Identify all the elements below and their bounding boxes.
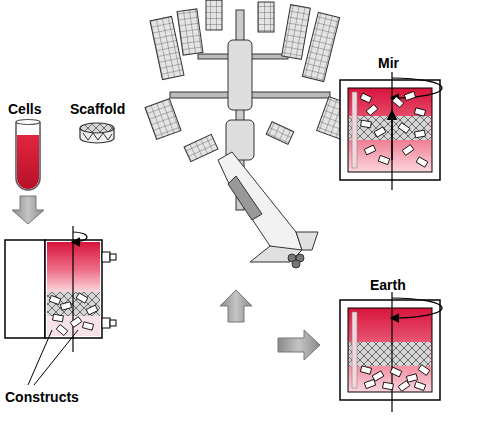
figure-label: Cells: [8, 102, 41, 116]
construct-piece: [383, 382, 394, 390]
construct-piece: [374, 127, 386, 137]
figure-label: Constructs: [5, 390, 79, 404]
construct-piece: [86, 305, 98, 315]
constructs: [360, 91, 428, 167]
block-arrow: [278, 330, 320, 360]
mir-bioreactor: [340, 72, 442, 190]
bioreactor: [5, 226, 116, 352]
construct-piece: [49, 295, 60, 304]
construct-piece: [402, 145, 414, 156]
construct-piece: [364, 379, 375, 388]
construct-piece: [53, 314, 64, 322]
block-arrow: [12, 196, 44, 224]
construct-piece: [398, 123, 410, 134]
construct-piece: [70, 317, 82, 328]
figure-label: Scaffold: [70, 102, 125, 116]
construct-piece: [360, 93, 372, 103]
construct-piece: [392, 96, 404, 107]
construct-piece: [360, 366, 371, 374]
construct-piece: [82, 322, 93, 330]
construct-piece: [60, 302, 71, 310]
construct-piece: [415, 130, 426, 138]
construct-piece: [364, 145, 376, 155]
figure-label: Mir: [378, 56, 399, 70]
construct-piece: [414, 381, 425, 390]
leader-line: [34, 330, 78, 385]
block-arrow: [220, 290, 252, 322]
construct-piece: [406, 374, 417, 382]
construct-piece: [378, 155, 389, 164]
construct-piece: [404, 91, 415, 100]
earth-bioreactor: [340, 292, 442, 412]
construct-piece: [76, 293, 88, 303]
space-station: [145, 0, 353, 268]
construct-piece: [366, 104, 378, 115]
test-tube: [16, 120, 40, 191]
constructs: [49, 293, 98, 336]
scaffold-disk: [80, 123, 114, 143]
construct-piece: [418, 365, 430, 376]
construct-piece: [56, 324, 68, 335]
construct-piece: [398, 381, 410, 392]
construct-piece: [361, 120, 372, 128]
construct-piece: [414, 108, 425, 116]
construct-piece: [390, 367, 402, 377]
constructs: [360, 365, 429, 392]
figure-label: Earth: [370, 278, 406, 292]
construct-piece: [416, 157, 428, 167]
